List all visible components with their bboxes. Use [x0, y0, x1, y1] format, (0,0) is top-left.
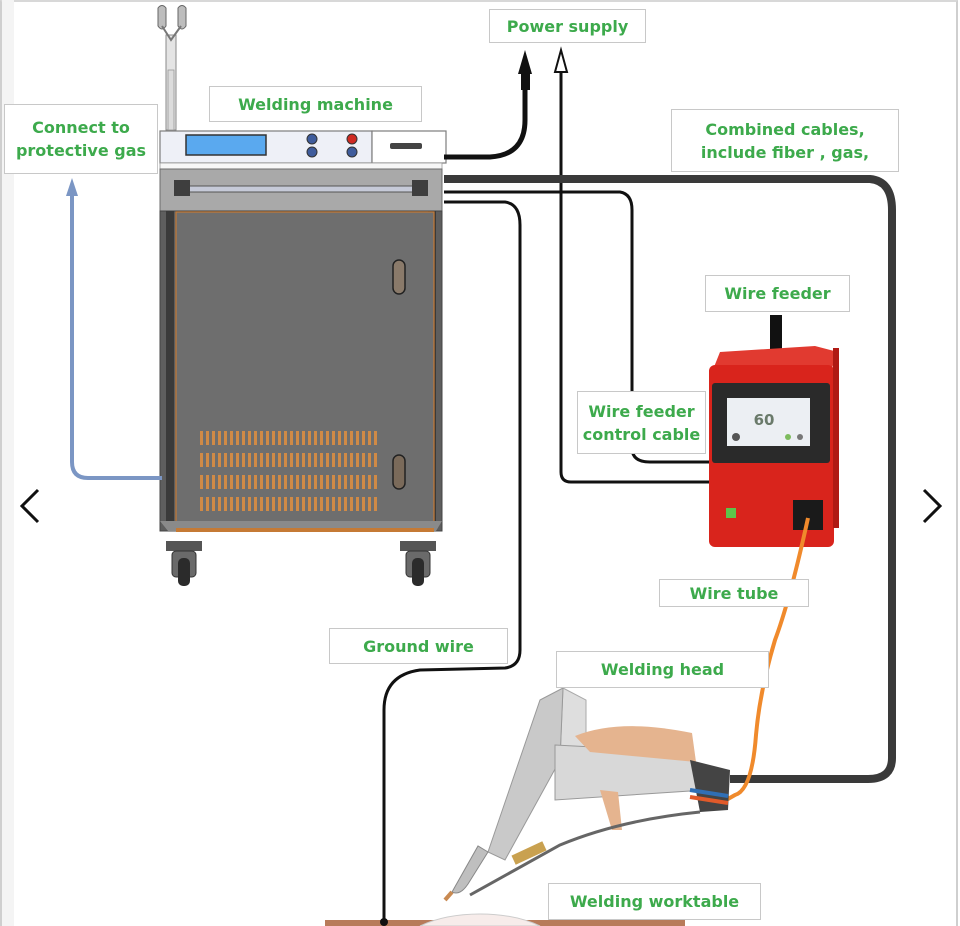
welding-head — [443, 687, 730, 902]
ground-wire-cable — [382, 200, 522, 926]
feeder-handle — [770, 315, 782, 353]
power-supply-cables — [444, 46, 710, 484]
label-connect-protective-gas: Connect to protective gas — [4, 104, 158, 174]
label-text-line2: include fiber , gas, — [700, 142, 870, 162]
label-power-supply: Power supply — [489, 9, 646, 43]
label-wire-feeder: Wire feeder — [705, 275, 850, 312]
emergency-stop — [346, 133, 358, 145]
cabinet-handle — [181, 185, 423, 193]
label-text: Wire tube — [689, 583, 779, 603]
label-text: Welding worktable — [569, 892, 740, 911]
label-welding-worktable: Welding worktable — [548, 883, 761, 920]
welding-worktable — [325, 913, 685, 926]
label-text: Ground wire — [363, 636, 474, 656]
lcd-display — [185, 134, 267, 156]
chevron-left-icon — [19, 488, 40, 524]
label-text-line1: Combined cables, — [705, 119, 865, 139]
label-wire-tube: Wire tube — [659, 579, 809, 607]
label-text-line1: Wire feeder — [588, 401, 695, 421]
label-text: Power supply — [506, 16, 629, 36]
label-text: Welding head — [600, 660, 725, 679]
label-combined-cables: Combined cables, include fiber , gas, — [671, 109, 899, 172]
wire-feeder-control-cable — [444, 190, 710, 464]
label-text-line1: Connect to — [32, 118, 130, 137]
feeder-screen — [727, 398, 810, 446]
caster-left — [166, 541, 202, 586]
protective-gas-line — [66, 178, 162, 480]
label-text-line2: protective gas — [15, 141, 147, 160]
label-text: Welding machine — [238, 94, 393, 114]
label-text: Wire feeder — [724, 284, 831, 303]
label-wire-feeder-control-cable: Wire feeder control cable — [577, 391, 706, 454]
frame-edge — [2, 0, 14, 926]
caster-right — [400, 541, 436, 586]
chevron-right-icon — [922, 488, 943, 524]
feeder-display-value: 60 — [754, 411, 775, 429]
label-welding-machine: Welding machine — [209, 86, 422, 122]
cabinet-vents — [200, 431, 377, 511]
label-welding-head: Welding head — [556, 651, 769, 688]
carousel-prev-button[interactable] — [16, 486, 46, 526]
carousel-next-button[interactable] — [916, 486, 946, 526]
label-text-line2: control cable — [582, 424, 701, 444]
feeder-power-light — [726, 508, 736, 518]
combined-cable — [444, 175, 896, 783]
wire-feeder-unit: 60 — [709, 315, 839, 547]
welding-machine — [157, 5, 447, 586]
torch-holder — [157, 5, 187, 131]
label-ground-wire: Ground wire — [329, 628, 508, 664]
